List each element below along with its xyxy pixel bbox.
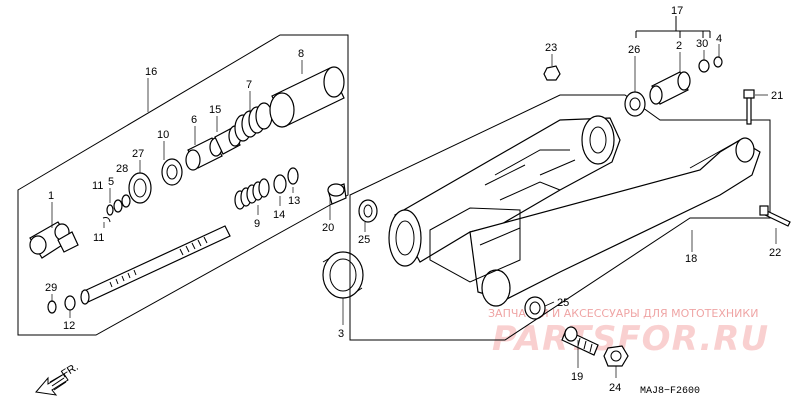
callout-6: 6 <box>191 114 197 126</box>
spring-7 <box>234 102 273 142</box>
callout-22: 22 <box>769 247 781 259</box>
swingarm <box>388 115 761 307</box>
callout-23: 23 <box>545 42 557 54</box>
sleeve-2 <box>649 71 691 105</box>
nut-23 <box>543 65 561 81</box>
bearing-upper <box>358 199 378 223</box>
clip-rings <box>102 194 131 223</box>
callout-3: 3 <box>338 328 344 340</box>
callout-12: 12 <box>63 320 75 332</box>
callout-1: 1 <box>48 190 54 202</box>
callout-16: 16 <box>145 66 157 78</box>
callout-11-bottom: 11 <box>93 232 104 244</box>
boot-ring-3 <box>322 251 364 299</box>
callout-24: 24 <box>609 382 621 394</box>
callout-19: 19 <box>571 371 583 383</box>
drive-shaft <box>80 225 231 305</box>
callout-13: 13 <box>288 195 300 207</box>
callout-5: 5 <box>108 176 114 188</box>
callout-7: 7 <box>246 79 252 91</box>
boot-8 <box>269 66 345 128</box>
swingarm-group-box <box>349 94 771 341</box>
callout-26: 26 <box>628 44 640 56</box>
ring-14 <box>273 174 287 194</box>
callouts: 16 8 7 15 6 10 27 28 11 5 1 11 9 14 13 2… <box>45 5 783 394</box>
oil-seal <box>128 172 152 204</box>
callout-25-left: 25 <box>358 234 370 246</box>
callout-14: 14 <box>273 209 285 221</box>
callout-30: 30 <box>696 38 708 50</box>
bolt-21 <box>743 89 755 125</box>
washer-4 <box>713 56 723 68</box>
washer-12 <box>64 295 76 311</box>
washer-30 <box>698 59 710 73</box>
callout-27: 27 <box>132 148 144 160</box>
callout-29: 29 <box>45 282 57 294</box>
callout-8: 8 <box>298 48 304 60</box>
callout-17: 17 <box>671 5 683 17</box>
ring-13 <box>287 167 299 185</box>
callout-25-right: 25 <box>557 297 569 309</box>
bearing-lower <box>524 296 546 320</box>
bolt-22 <box>759 205 791 227</box>
callout-11-top: 11 <box>92 180 103 192</box>
washer-29 <box>47 300 57 314</box>
pivot-bolt <box>561 326 599 356</box>
callout-21: 21 <box>771 90 783 102</box>
callout-9: 9 <box>254 218 260 230</box>
plug-20 <box>327 183 347 205</box>
callout-10: 10 <box>157 129 169 141</box>
callout-28: 28 <box>116 163 128 175</box>
leader-lines <box>51 44 777 378</box>
joint-yoke <box>185 137 223 171</box>
driveshaft-group-box <box>17 34 349 336</box>
spring-9 <box>234 178 270 210</box>
callout-20: 20 <box>322 222 334 234</box>
diagram-code: MAJ8−F2600 <box>640 386 700 397</box>
pivot-nut <box>603 345 629 367</box>
callout-4: 4 <box>716 33 722 45</box>
watermark-caption: ЗАПЧАСТИ И АКСЕССУАРЫ ДЛЯ МОТОТЕХНИКИ <box>488 307 758 320</box>
callout-15: 15 <box>209 104 221 116</box>
callout-18: 18 <box>685 253 697 265</box>
watermark-brand: PARTSFOR.RU <box>492 319 769 359</box>
seal-26 <box>624 91 646 117</box>
universal-joint <box>29 221 79 259</box>
callout-2: 2 <box>676 40 682 52</box>
group-17-bracket <box>635 16 711 38</box>
front-arrow-icon <box>35 373 69 396</box>
ring-10 <box>161 158 183 186</box>
